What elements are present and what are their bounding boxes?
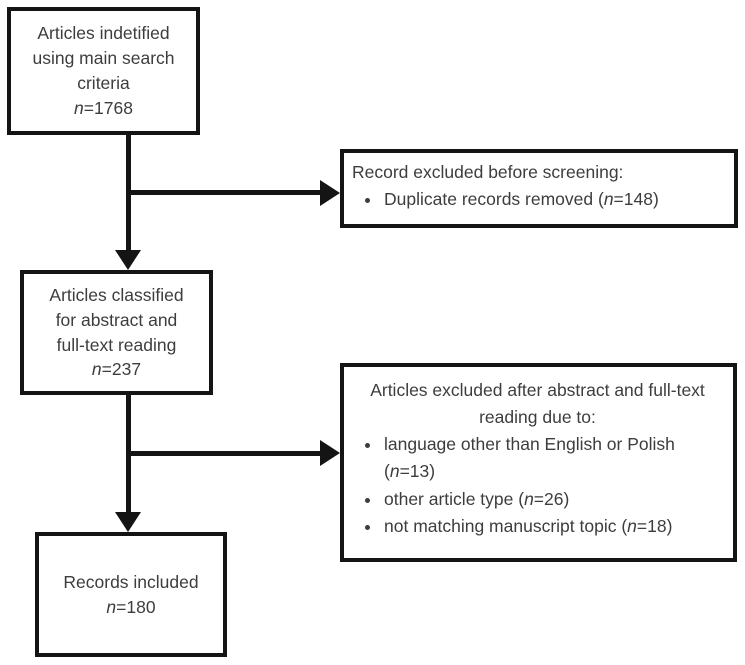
arrowhead-down-2 (115, 512, 141, 532)
bullet-item: Duplicate records removed (n=148) (382, 186, 724, 213)
arrowhead-right-2 (320, 440, 340, 466)
arrowhead-down-1 (115, 250, 141, 270)
exclusion-bullet-list: language other than English or Polish (n… (352, 431, 723, 540)
box-articles-identified: Articles indetified using main search cr… (7, 7, 200, 135)
bullet-text-pre: Duplicate records removed ( (384, 189, 604, 210)
box-excluded-before-screening: Record excluded before screening: Duplic… (340, 149, 738, 228)
box-text-line: Articles indetified (37, 23, 170, 44)
n-symbol: n (74, 97, 84, 118)
bullet-text-post: =18) (636, 515, 673, 536)
box-count-line: n=1768 (11, 96, 196, 121)
box-text-line: Records included (63, 571, 199, 592)
exclusion-header: Record excluded before screening: (352, 162, 624, 182)
n-symbol: n (91, 359, 102, 380)
n-count: =180 (116, 596, 156, 617)
exclusion-bullet-list: Duplicate records removed (n=148) (352, 186, 724, 213)
n-symbol: n (603, 189, 614, 210)
n-count: =237 (101, 359, 142, 380)
box-text-line: criteria (77, 73, 130, 93)
bullet-text-post: =26) (533, 488, 570, 509)
box-text-line: for abstract and (55, 309, 178, 330)
connector-line-right-1 (128, 190, 324, 195)
box-text-line: using main search (32, 48, 175, 69)
bullet-item: other article type (n=26) (382, 486, 723, 513)
bullet-item: not matching manuscript topic (n=18) (382, 513, 723, 540)
n-symbol: n (106, 596, 117, 617)
arrowhead-right-1 (320, 180, 340, 206)
box-count-line: n=180 (39, 595, 223, 620)
n-symbol: n (627, 515, 637, 536)
box-articles-classified: Articles classified for abstract and ful… (20, 270, 213, 395)
box-excluded-after-reading: Articles excluded after abstract and ful… (340, 363, 737, 562)
bullet-item: language other than English or Polish (n… (382, 431, 723, 485)
bullet-text-pre: other article type ( (384, 488, 525, 509)
bullet-text-pre: language other than English or Polish ( (384, 434, 675, 482)
n-count: =1768 (83, 97, 133, 118)
n-symbol: n (389, 461, 400, 482)
bullet-text-post: =148) (613, 189, 659, 210)
connector-line-right-2 (128, 451, 324, 456)
n-symbol: n (524, 488, 534, 509)
exclusion-header: Articles excluded after abstract and ful… (370, 380, 705, 428)
box-text-line: full-text reading (56, 334, 177, 355)
bullet-text-post: =13) (399, 461, 436, 482)
box-text-line: Articles classified (49, 284, 184, 305)
bullet-text-pre: not matching manuscript topic ( (384, 515, 628, 536)
box-records-included: Records included n=180 (35, 532, 227, 657)
box-count-line: n=237 (24, 357, 209, 382)
